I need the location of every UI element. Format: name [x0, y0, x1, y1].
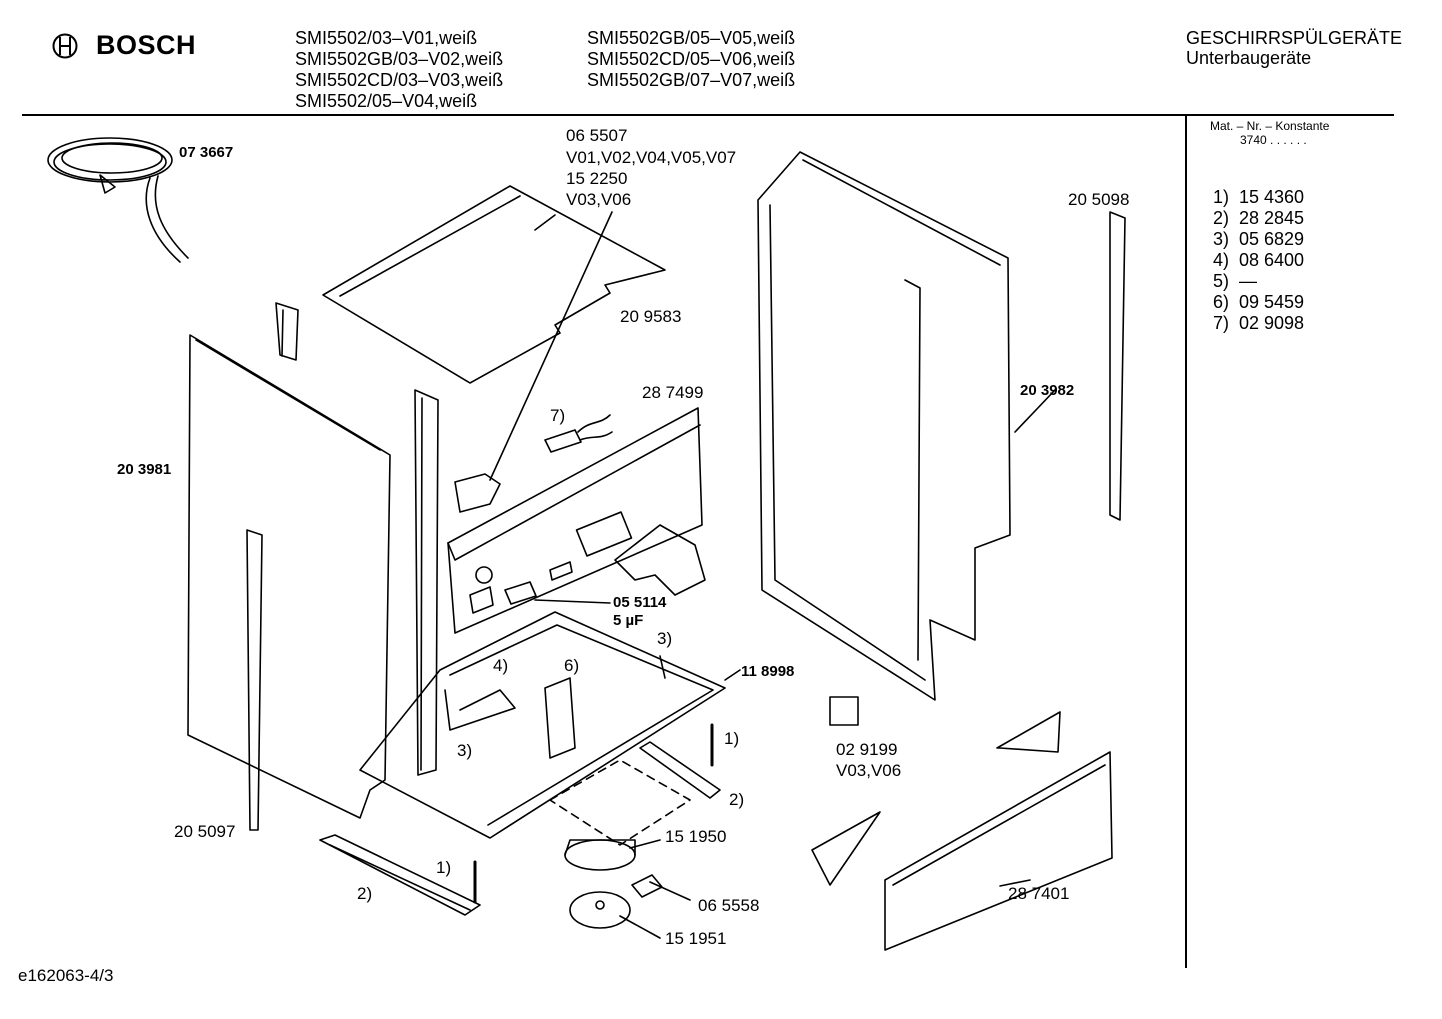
label-relay: 02 9199 — [836, 740, 898, 759]
list-item: 7)02 9098 — [1213, 313, 1305, 333]
label-strip-left: 20 5097 — [174, 822, 236, 841]
kick-plate — [884, 751, 1113, 951]
bosch-armature-icon — [52, 33, 78, 58]
label-right-side: 20 3982 — [1020, 382, 1075, 399]
model-line: SMI5502GB/07–V07,weiß — [587, 70, 796, 90]
model-line: SMI5502GB/05–V05,weiß — [587, 28, 796, 48]
pump-icon — [564, 839, 636, 871]
label-left-side: 20 3981 — [117, 461, 172, 478]
hose-connector — [614, 524, 706, 596]
model-list-2: SMI5502GB/05–V05,weiß SMI5502CD/05–V06,w… — [587, 28, 795, 91]
label-top-b-variants: V03,V06 — [566, 190, 632, 209]
category-subtitle: Unterbaugeräte — [1186, 48, 1312, 68]
label-panel: 28 7499 — [642, 383, 704, 402]
category-title: GESCHIRRSPÜLGERÄTE — [1186, 28, 1403, 48]
label-top-a: 06 5507 — [566, 126, 628, 145]
left-strip — [246, 529, 263, 831]
label-relay-variants: V03,V06 — [836, 761, 902, 780]
top-cover — [322, 185, 666, 384]
label-top-a-variants: V01,V02,V04,V05,V07 — [566, 148, 737, 167]
parts-list: 1)15 4360 2)28 2845 3)05 6829 4)08 6400 … — [1213, 187, 1304, 334]
drawing-code: e162063-4/3 — [18, 966, 114, 985]
label-ref7: 7) — [550, 406, 566, 425]
label-sensor: 06 5558 — [698, 896, 760, 915]
relay-icon — [829, 696, 859, 726]
base-frame — [359, 611, 726, 839]
label-kick-plate: 28 7401 — [1008, 884, 1070, 903]
base-rail-rear — [639, 741, 721, 799]
label-cable: 07 3667 — [179, 144, 234, 161]
capacitor — [504, 581, 537, 605]
model-line: SMI5502/05–V04,weiß — [295, 91, 478, 111]
label-ref4: 4) — [493, 656, 509, 675]
label-ref3a: 3) — [657, 629, 673, 648]
label-disc: 15 1951 — [665, 929, 727, 948]
model-line: SMI5502CD/03–V03,weiß — [295, 70, 504, 90]
label-base: 11 8998 — [741, 663, 795, 680]
list-item: 2)28 2845 — [1213, 208, 1305, 228]
base-rail-front — [319, 834, 481, 916]
control-panel — [447, 407, 703, 634]
label-ref1b: 1) — [436, 858, 452, 877]
model-line: SMI5502/03–V01,weiß — [295, 28, 478, 48]
label-capacitor: 05 5114 — [613, 594, 667, 611]
sidebar-divider — [1185, 116, 1187, 968]
label-ref2b: 2) — [357, 884, 373, 903]
brand-logo: BOSCH — [52, 30, 196, 61]
brand-name: BOSCH — [96, 30, 197, 60]
label-ref1a: 1) — [724, 729, 740, 748]
model-line: SMI5502GB/03–V02,weiß — [295, 49, 504, 69]
label-top-cover: 20 9583 — [620, 307, 682, 326]
label-ref3b: 3) — [457, 741, 473, 760]
right-strip — [1109, 211, 1126, 521]
mat-label: Mat. – Nr. – Konstante — [1210, 119, 1330, 133]
rear-post-left — [275, 302, 299, 361]
list-item: 6)09 5459 — [1213, 292, 1305, 312]
mat-value: 3740 . . . . . . — [1240, 133, 1307, 147]
list-item: 4)08 6400 — [1213, 250, 1305, 270]
list-item: 5)— — [1213, 271, 1257, 291]
label-ref2a: 2) — [729, 790, 745, 809]
category-block: GESCHIRRSPÜLGERÄTE Unterbaugeräte — [1186, 28, 1402, 68]
model-line: SMI5502CD/05–V06,weiß — [587, 49, 796, 69]
label-top-b: 15 2250 — [566, 169, 628, 188]
mat-constant: Mat. – Nr. – Konstante 3740 . . . . . . — [1210, 119, 1329, 147]
left-side-panel — [187, 334, 391, 819]
list-item: 1)15 4360 — [1213, 187, 1305, 207]
label-capacitor-value: 5 µF — [613, 612, 644, 629]
label-ref6: 6) — [564, 656, 580, 675]
disc-icon — [569, 891, 631, 929]
header-rule — [22, 114, 1394, 116]
right-side-panel — [757, 151, 1011, 701]
list-item: 3)05 6829 — [1213, 229, 1305, 249]
capacitor-7 — [544, 429, 582, 453]
label-pump: 15 1950 — [665, 827, 727, 846]
model-list-1: SMI5502/03–V01,weiß SMI5502GB/03–V02,wei… — [295, 28, 503, 112]
label-strip-right: 20 5098 — [1068, 190, 1130, 209]
power-cable-icon — [47, 137, 189, 263]
front-post — [414, 389, 439, 776]
